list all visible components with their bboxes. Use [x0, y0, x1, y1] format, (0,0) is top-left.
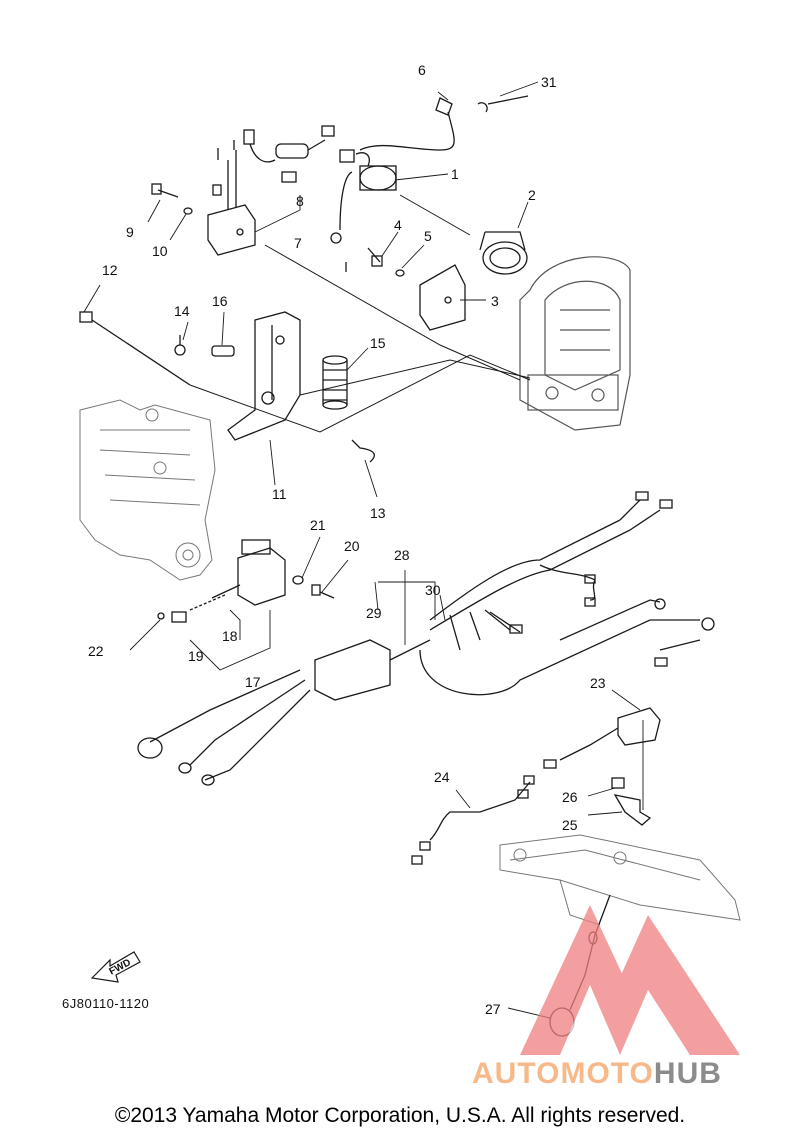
callout-11: 11 [272, 486, 287, 502]
damper [322, 355, 348, 410]
callout-9: 9 [126, 224, 134, 240]
callout-12: 12 [102, 262, 118, 278]
callout-2: 2 [528, 187, 536, 203]
bottom-cowl-outline [499, 834, 741, 926]
leader-lines [83, 81, 644, 1019]
washer-21 [292, 575, 304, 585]
callout-29: 29 [366, 605, 382, 621]
plug-cap [359, 97, 455, 151]
clip [477, 95, 529, 113]
callout-30: 30 [425, 582, 441, 598]
callout-4: 4 [394, 217, 402, 233]
bolt-14 [174, 335, 186, 356]
callout-15: 15 [370, 335, 386, 351]
route-lines [189, 194, 531, 433]
callout-23: 23 [590, 675, 606, 691]
fuse-holder [275, 125, 335, 183]
callout-20: 20 [344, 538, 360, 554]
bolt-9 [151, 183, 179, 198]
switch-assy [211, 539, 286, 606]
copyright-notice: ©2013 Yamaha Motor Corporation, U.S.A. A… [114, 1104, 686, 1127]
callout-26: 26 [562, 789, 578, 805]
callout-1: 1 [451, 166, 459, 182]
callout-14: 14 [174, 303, 190, 319]
callout-10: 10 [152, 243, 168, 259]
watermark-word1: AUTOMOTO [472, 1057, 654, 1090]
relay-holder [479, 231, 528, 275]
clamp-13 [351, 439, 375, 463]
callout-27: 27 [485, 1001, 501, 1017]
callout-19: 19 [188, 648, 204, 664]
engine-block-outline [79, 399, 216, 581]
callout-28: 28 [394, 547, 410, 563]
collar-16 [211, 345, 235, 357]
swivel-bracket [519, 256, 631, 431]
washer-22 [157, 612, 165, 620]
callout-22: 22 [88, 643, 104, 659]
ground-lead [79, 311, 191, 386]
callout-5: 5 [424, 228, 432, 244]
fwd-arrow [90, 951, 141, 983]
callout-25: 25 [562, 817, 578, 833]
fwd-label: FWD [107, 957, 132, 977]
callout-17: 17 [245, 674, 261, 690]
callout-18: 18 [222, 628, 238, 644]
watermark-brand: AUTOMOTOHUB [472, 1057, 722, 1091]
lead-24 [411, 775, 535, 865]
watermark-word2: HUB [653, 1057, 722, 1090]
callout-7: 7 [294, 235, 302, 251]
watermark-logo [520, 905, 740, 1055]
collar-19 [171, 611, 187, 623]
callout-labels: 1 2 3 4 5 6 7 8 9 10 11 12 13 14 15 16 1… [88, 62, 606, 1017]
bolt-26 [611, 777, 625, 789]
washer-10 [183, 207, 193, 215]
callout-13: 13 [370, 505, 386, 521]
bolt-20 [311, 584, 335, 599]
relay-bracket [419, 264, 466, 331]
sensor-23 [543, 707, 661, 769]
part-number: 6J80110-1120 [62, 996, 150, 1011]
clamp-25 [613, 794, 652, 826]
callout-8: 8 [296, 193, 304, 209]
spring-18 [189, 594, 226, 611]
callout-24: 24 [434, 769, 450, 785]
rectifier-regulator [207, 129, 276, 256]
callout-16: 16 [212, 293, 228, 309]
washer-5 [395, 269, 405, 277]
starter-relay [330, 149, 397, 272]
bolt-4 [367, 247, 383, 267]
harness-connector [137, 639, 431, 786]
starter-bracket [227, 311, 301, 441]
callout-6: 6 [418, 62, 426, 78]
callout-3: 3 [491, 293, 499, 309]
wire-harness [419, 491, 715, 696]
callout-31: 31 [541, 74, 557, 90]
callout-21: 21 [310, 517, 326, 533]
